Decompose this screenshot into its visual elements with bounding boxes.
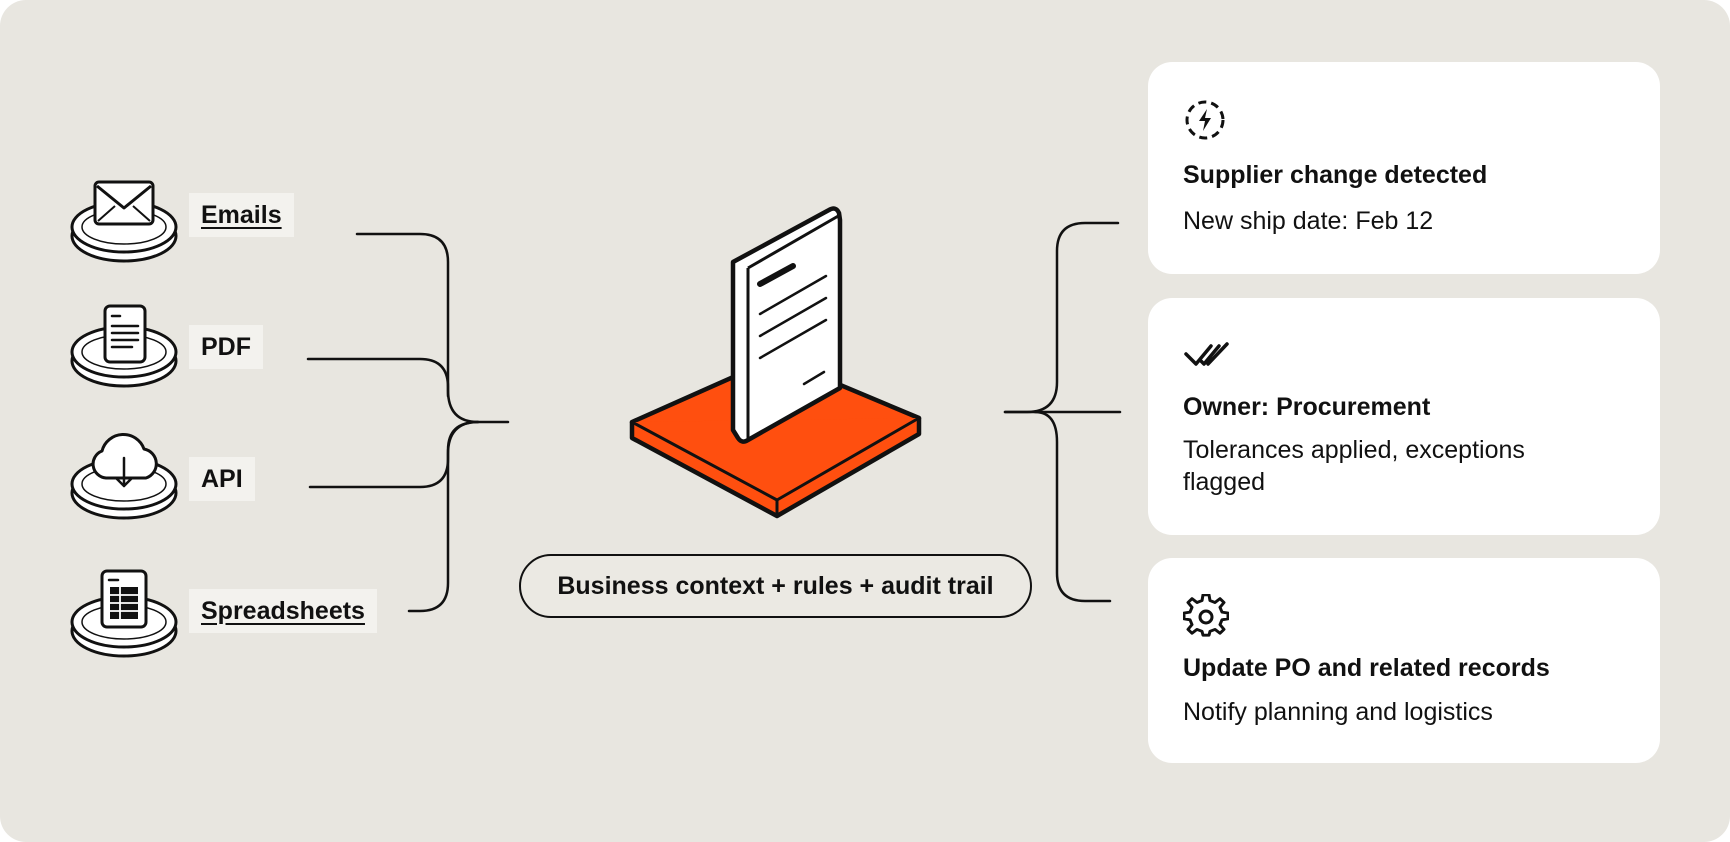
connector-emails (355, 232, 510, 424)
output-body: Notify planning and logistics (1183, 698, 1493, 726)
document-text-lines (757, 263, 828, 386)
connector-pdf (306, 357, 450, 398)
center-caption: Business context + rules + audit trail (557, 571, 994, 600)
document-on-platform-icon (629, 206, 922, 519)
envelope-icon (93, 180, 155, 226)
gear-icon (1183, 594, 1229, 637)
source-label-api: API (189, 457, 255, 501)
output-card-update-po: Update PO and related records Notify pla… (1148, 558, 1660, 763)
center-caption-pill: Business context + rules + audit trail (519, 554, 1032, 618)
output-card-supplier-change: Supplier change detected New ship date: … (1148, 62, 1660, 274)
spreadsheet-icon (100, 569, 148, 629)
source-label-emails[interactable]: Emails (189, 193, 294, 237)
lightning-circle-icon (1185, 100, 1225, 140)
output-title: Supplier change detected (1183, 161, 1488, 189)
output-title: Owner: Procurement (1183, 393, 1431, 421)
output-card-owner: Owner: Procurement Tolerances applied, e… (1148, 298, 1660, 535)
source-label-pdf: PDF (189, 325, 263, 369)
document-icon (103, 304, 147, 364)
double-check-icon (1184, 342, 1229, 366)
connector-output-1 (1003, 221, 1120, 414)
connector-output-3 (1033, 410, 1112, 603)
output-body: New ship date: Feb 12 (1183, 207, 1434, 235)
output-title: Update PO and related records (1183, 654, 1550, 682)
cloud-download-icon (91, 432, 158, 488)
source-label-spreadsheets[interactable]: Spreadsheets (189, 589, 377, 633)
output-body: Tolerances applied, exceptions flagged (1183, 436, 1525, 496)
connector-spreadsheets (407, 420, 480, 613)
